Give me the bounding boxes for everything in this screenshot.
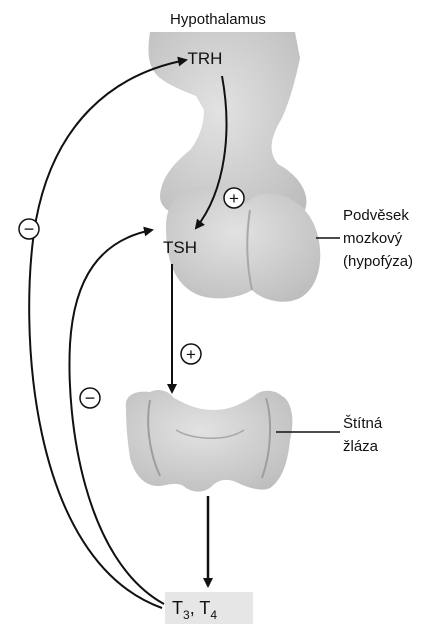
minus-sign-hypothalamus: − (19, 219, 39, 239)
svg-text:−: − (24, 219, 35, 239)
hormones-to-hypothalamus-feedback-arrow (29, 60, 186, 608)
trh-label: TRH (188, 49, 223, 68)
svg-text:+: + (229, 189, 239, 208)
hypothalamus-label: Hypothalamus (170, 11, 266, 28)
plus-sign-thyroid: + (181, 344, 201, 364)
pituitary-label-line3: (hypofýza) (343, 253, 413, 270)
plus-sign-pituitary: + (224, 188, 244, 208)
svg-text:−: − (85, 388, 96, 408)
thyroid-label-line1: Štítná (343, 415, 383, 432)
svg-text:+: + (186, 345, 196, 364)
tsh-label: TSH (163, 238, 197, 257)
thyroid-label-line2: žláza (343, 438, 379, 455)
pituitary-label-line1: Podvěsek (343, 207, 409, 224)
pituitary-label-line2: mozkový (343, 230, 403, 247)
minus-sign-pituitary: − (80, 388, 100, 408)
